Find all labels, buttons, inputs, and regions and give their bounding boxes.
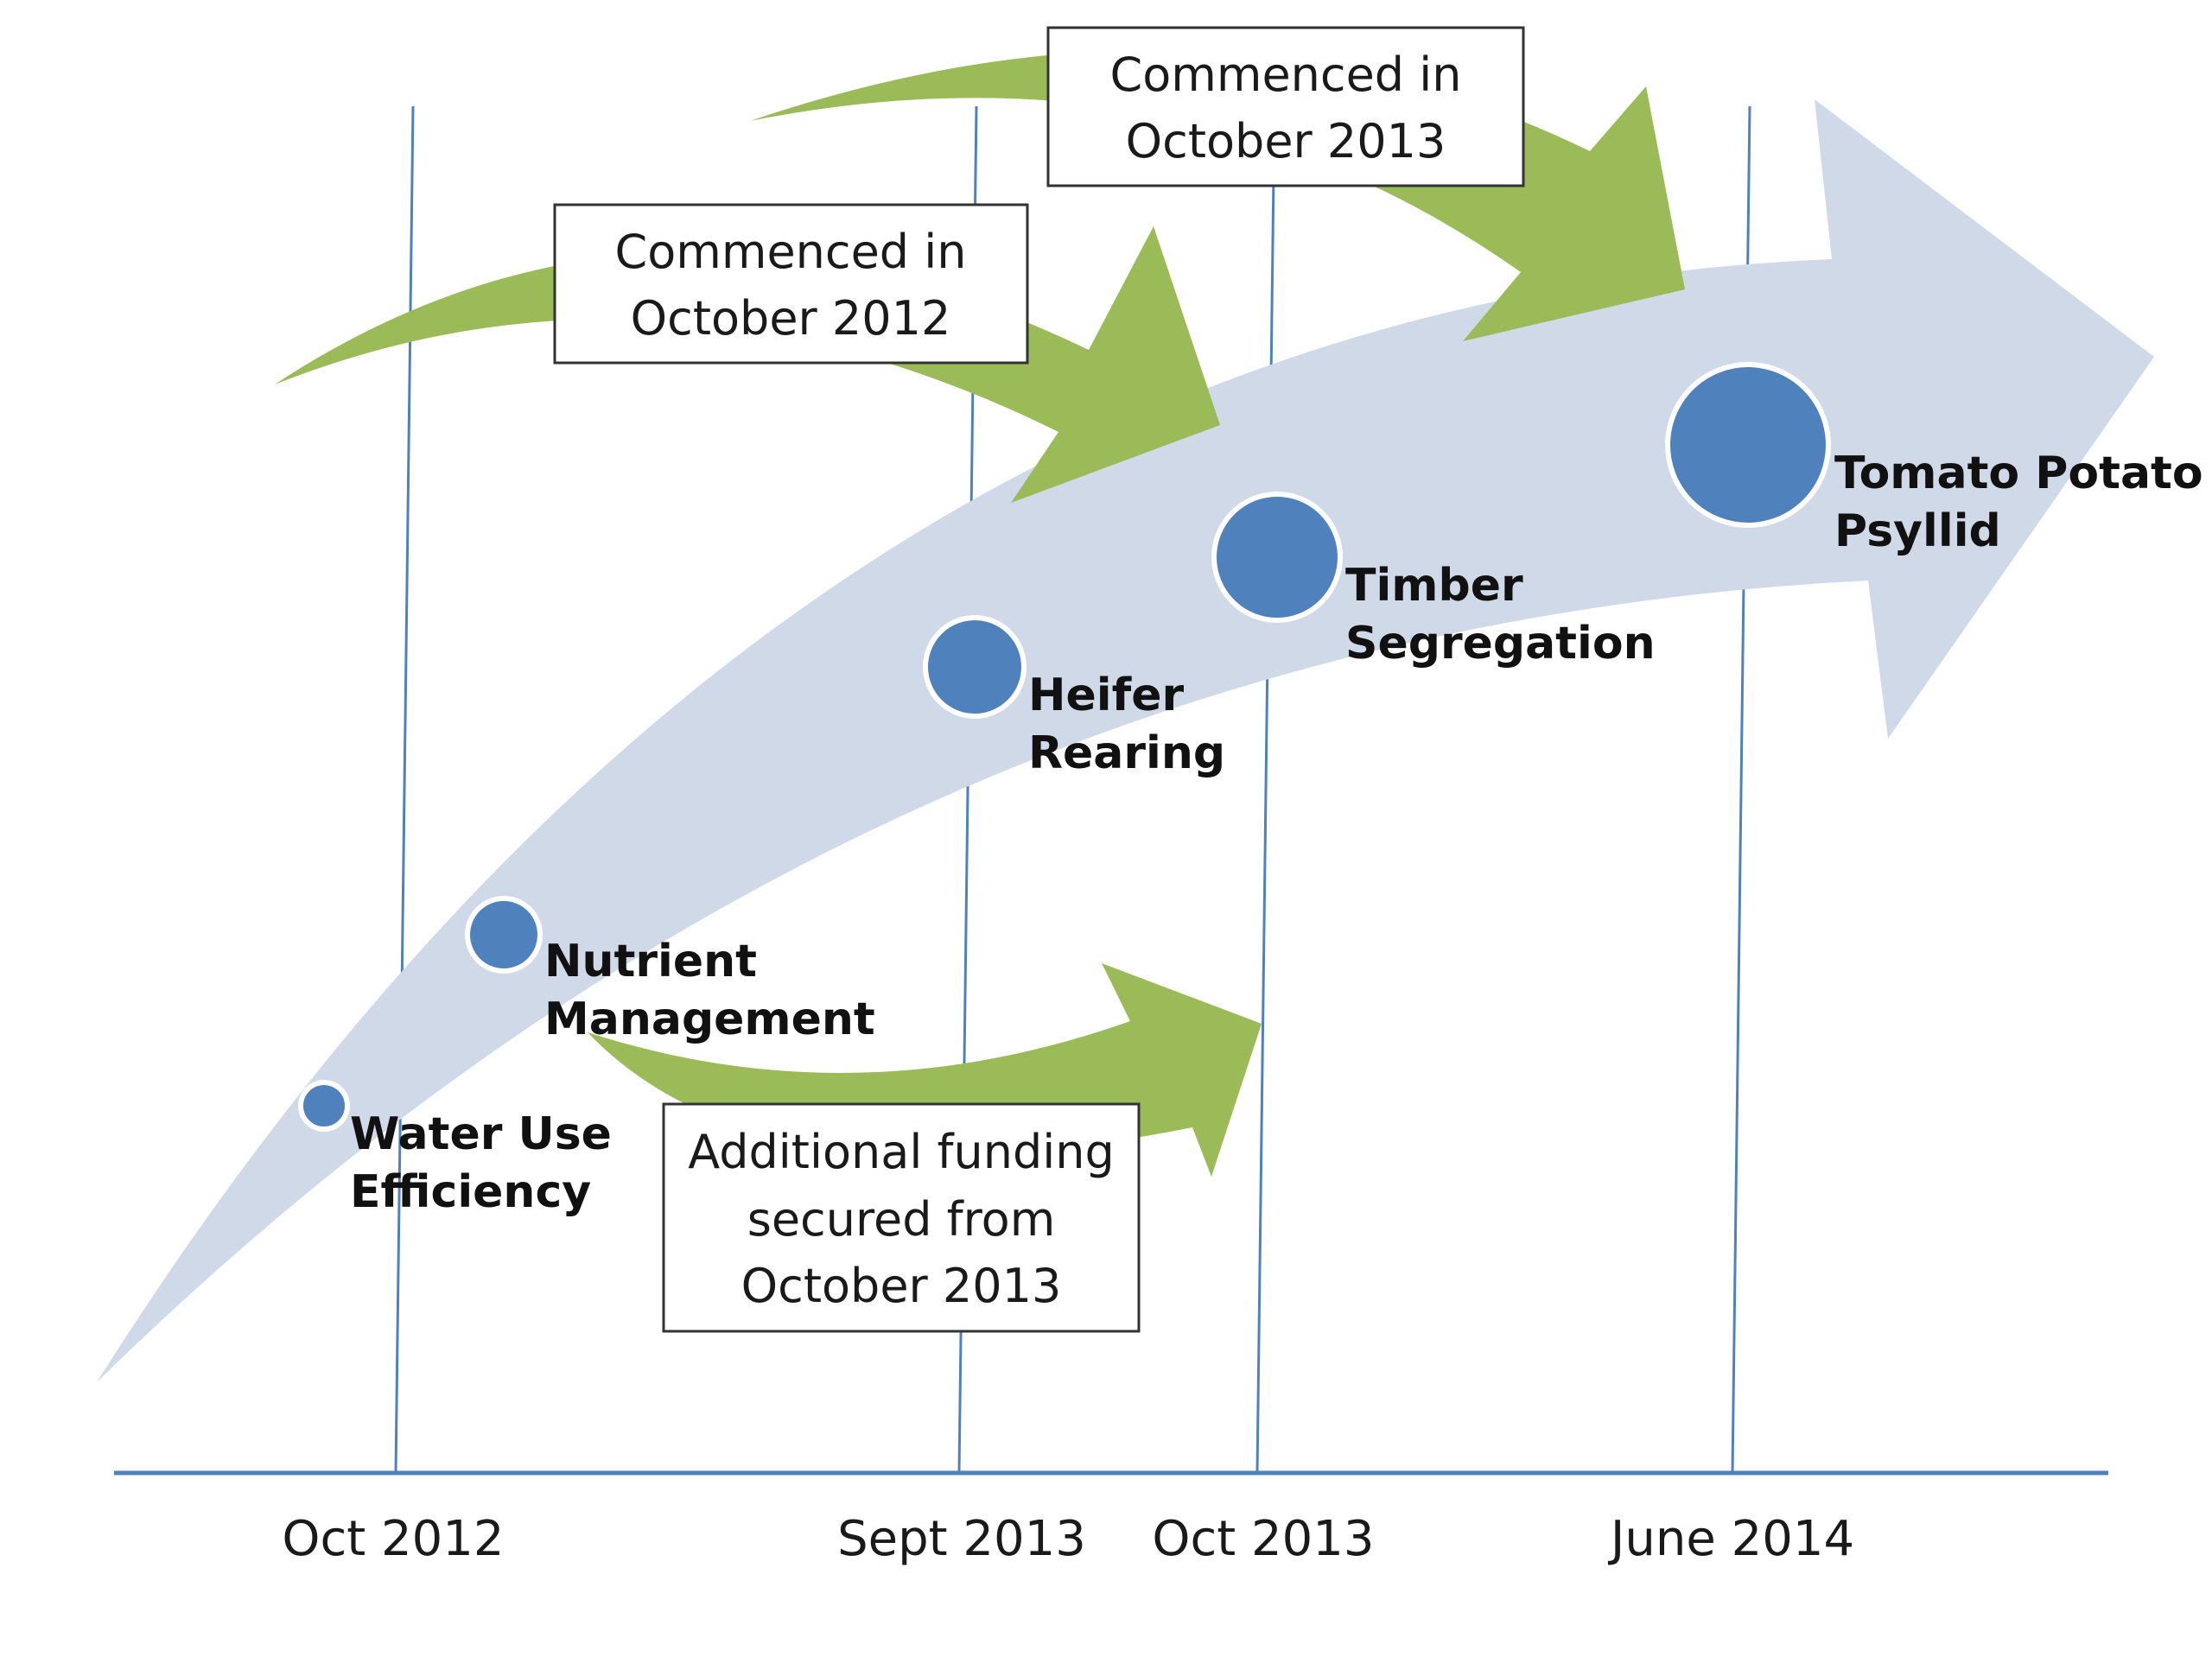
milestone-dot-water-use-efficiency	[298, 1080, 350, 1132]
callout-box-funding-line-3: October 2013	[741, 1259, 1062, 1313]
callout-box-oct-2012-line-2: October 2012	[631, 291, 951, 346]
milestone-label-water-use-efficiency-line-2: Efficiency	[350, 1166, 591, 1218]
milestone-dot-tomato-potato-psyllid	[1665, 362, 1831, 528]
callout-box-oct-2013-line-2: October 2013	[1126, 114, 1446, 168]
callout-box-funding-frame	[662, 1102, 1141, 1333]
milestone-dot-timber-segregation	[1211, 492, 1343, 623]
milestone-label-tomato-potato-psyllid-line-1: Tomato Potato	[1834, 447, 2203, 499]
callout-box-funding-line-2: secured from	[747, 1192, 1056, 1247]
milestone-label-heifer-rearing-line-1: Heifer	[1028, 670, 1185, 721]
callout-box-oct-2012-frame	[553, 203, 1029, 365]
milestone-label-heifer-rearing-line-2: Rearing	[1028, 727, 1225, 779]
milestone-label-timber-segregation-line-2: Segregation	[1345, 618, 1656, 670]
callout-box-oct-2013-line-1: Commenced in	[1110, 48, 1462, 102]
milestone-label-timber-segregation-line-1: Timber	[1345, 560, 1523, 612]
milestone-label-tomato-potato-psyllid-line-2: Psyllid	[1834, 505, 2001, 557]
milestone-dots	[298, 362, 1831, 1132]
milestone-label-nutrient-management-line-1: Nutrient	[544, 936, 757, 987]
milestone-label-water-use-efficiency-line-1: Water Use	[350, 1108, 612, 1160]
callout-box-funding: Additional funding secured from October …	[662, 1102, 1141, 1333]
callout-box-oct-2012-line-1: Commenced in	[615, 225, 967, 279]
callout-box-oct-2013-frame	[1046, 26, 1525, 187]
milestone-label-nutrient-management-line-2: Management	[544, 993, 875, 1045]
milestone-labels: Water Use Efficiency Nutrient Management…	[350, 447, 2203, 1218]
green-arrow-oct-2012	[275, 226, 1220, 503]
axis-label-june-2014: June 2014	[1608, 1511, 1854, 1567]
callout-box-funding-line-1: Additional funding	[688, 1125, 1115, 1179]
milestone-dot-nutrient-management	[465, 896, 543, 974]
axis-label-oct-2013: Oct 2013	[1152, 1511, 1374, 1567]
axis-labels: Oct 2012 Sept 2013 Oct 2013 June 2014	[282, 1511, 1854, 1567]
callout-box-oct-2012: Commenced in October 2012	[553, 203, 1029, 365]
axis-label-sept-2013: Sept 2013	[837, 1511, 1086, 1567]
grid-line-oct-2013	[1255, 105, 1276, 1474]
main-progress-arrow	[97, 99, 2154, 1382]
axis-label-oct-2012: Oct 2012	[282, 1511, 504, 1567]
milestone-dot-heifer-rearing	[923, 615, 1027, 719]
callout-box-oct-2013: Commenced in October 2013	[1046, 26, 1525, 187]
